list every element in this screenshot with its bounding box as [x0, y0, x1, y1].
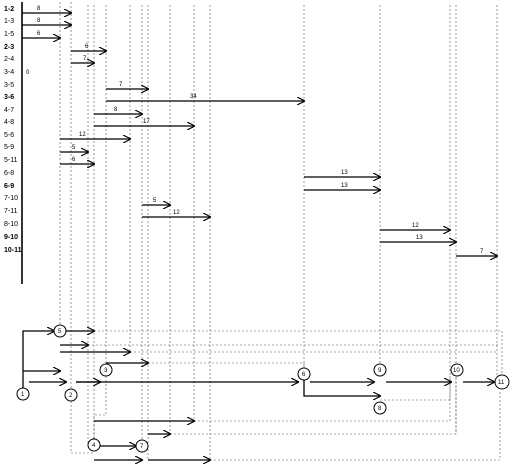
duration-label: 7	[480, 249, 484, 255]
network-node: 2	[64, 388, 78, 402]
network-arrow	[303, 380, 380, 396]
node-label: 7	[140, 444, 144, 450]
duration-label: 12	[79, 132, 86, 138]
activity-label: 5-9	[4, 144, 14, 151]
dummy-link	[170, 378, 457, 435]
node-label: 4	[92, 443, 96, 449]
duration-label: 13	[416, 235, 423, 241]
duration-label: 13	[341, 170, 348, 176]
duration-label: 5	[153, 198, 157, 204]
dummy-link	[93, 376, 107, 440]
activity-label: 3-6	[4, 94, 14, 101]
activity-label: 6-8	[4, 170, 14, 177]
activity-label: 5-11	[4, 157, 18, 164]
duration-label: 7	[119, 82, 123, 88]
duration-label: 13	[341, 183, 348, 189]
network-arrow	[22, 331, 54, 388]
activity-label: 3-4	[4, 69, 14, 76]
network-node: 3	[99, 363, 113, 377]
network-node: 6	[297, 367, 311, 381]
activity-label: 8-10	[4, 221, 18, 228]
dummy-link	[148, 362, 305, 372]
node-label: 11	[498, 380, 505, 386]
duration-label: 12	[173, 210, 180, 216]
network-node: 4	[87, 438, 101, 452]
node-label: 9	[378, 368, 382, 374]
activity-label: 4-8	[4, 119, 14, 126]
activity-label: 7-11	[4, 208, 18, 215]
duration-label: 7	[83, 56, 87, 62]
activity-label: 3-5	[4, 82, 14, 89]
duration-label: 8	[114, 107, 118, 113]
node-label: 5	[58, 329, 62, 335]
duration-label: 8	[37, 18, 41, 24]
duration-label: 5	[72, 145, 76, 151]
duration-label: 17	[143, 119, 150, 125]
node-label: 10	[453, 368, 460, 374]
dummy-link	[210, 390, 501, 461]
network-node: 11	[494, 374, 510, 390]
activity-label: 2-3	[4, 44, 14, 51]
duration-label: 6	[72, 157, 76, 163]
time-guides	[59, 2, 498, 460]
network-dummy-links	[70, 330, 503, 461]
activity-label: 10-11	[4, 247, 22, 254]
node-label: 6	[302, 372, 306, 378]
duration-label: 8	[37, 6, 41, 12]
node-label: 2	[69, 393, 73, 399]
activity-label: 1-5	[4, 31, 14, 38]
network-node: 9	[373, 363, 387, 377]
network-arrows	[22, 331, 494, 460]
node-label: 1	[21, 392, 25, 398]
dummy-link	[94, 330, 503, 378]
activity-label: 6-9	[4, 183, 14, 190]
gantt-bars	[22, 13, 497, 256]
activity-labels: 1-2 1-3 1-5 2-3 2-4 3-4 3-5 3-6 4-7 4-8 …	[4, 6, 22, 254]
duration-label: 6	[85, 44, 89, 50]
network-node: 8	[373, 401, 387, 415]
node-label: 3	[104, 368, 108, 374]
network-node: 1	[16, 387, 30, 401]
activity-label: 7-10	[4, 195, 18, 202]
duration-label: 12	[412, 223, 419, 229]
activity-label: 1-3	[4, 18, 14, 25]
duration-label: 34	[190, 94, 197, 100]
network-node: 7	[135, 439, 149, 453]
network-nodes: 1 2 3 4 5 6 7 8	[16, 324, 510, 453]
dummy-link	[70, 401, 94, 454]
activity-label: 9-10	[4, 234, 18, 241]
activity-label: 1-2	[4, 6, 14, 13]
network-node: 5	[53, 324, 67, 338]
dummy-link	[194, 376, 451, 422]
activity-label: 4-7	[4, 107, 14, 114]
activity-label: 5-6	[4, 132, 14, 139]
node-label: 8	[378, 406, 382, 412]
network-node: 10	[450, 363, 464, 377]
activity-label: 2-4	[4, 56, 14, 63]
duration-labels: 8 8 6 6 7 0 7 34 8 17 12 5 6 13 13 5 12 …	[26, 6, 484, 255]
duration-label: 6	[37, 31, 41, 37]
duration-label: 0	[26, 70, 30, 76]
